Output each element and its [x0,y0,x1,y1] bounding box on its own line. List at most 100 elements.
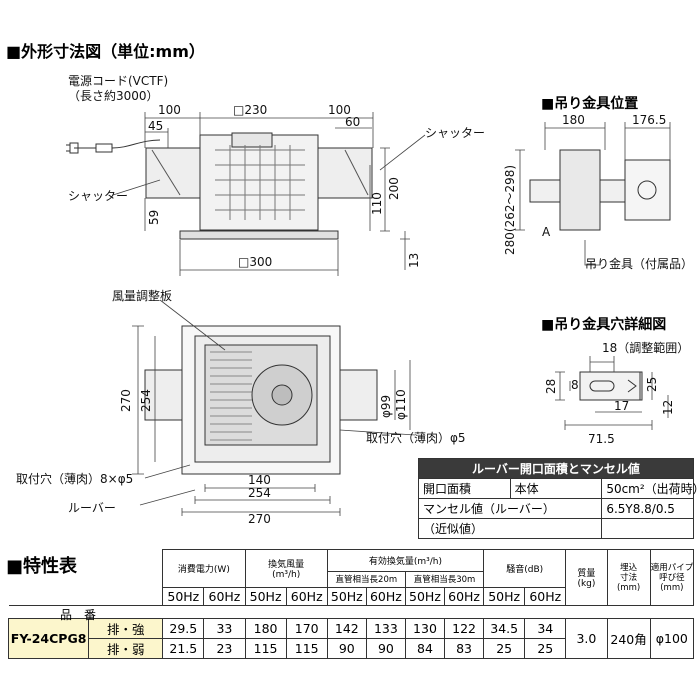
table-row: （近似値） [417,518,694,539]
spec-cell: 34.5 [483,618,526,639]
freq-cell: 50Hz [244,587,287,606]
spec-cell: 21.5 [162,638,205,659]
dim-17: 17 [614,399,629,413]
spec-cell: 25 [524,638,567,659]
louver-cell: 開口面積 [418,478,511,499]
holes-leader [144,464,191,479]
spec-cell: 23 [203,638,246,659]
spec-cell: 142 [326,618,367,639]
spec-cell: 25 [483,638,526,659]
bracket-slot [589,380,615,392]
spec-head-effective: 有効換気量(m³/h) [326,549,485,572]
front-dimensions [144,112,410,276]
dim-280: 280(262〜298) [503,165,517,255]
hole-leader [339,429,416,436]
louver-cell [601,518,694,539]
shutter-leader-right [379,134,426,171]
pipe-value: φ100 [649,618,695,659]
spec-head-noise: 騒音(dB) [483,549,567,588]
spec-cell: 83 [444,638,485,659]
holes-label: 取付穴（薄肉）8×φ5 [16,471,133,486]
plug-icon [66,142,79,154]
shutter-right-label: シャッター [425,126,485,140]
embed-value: 240角 [606,618,651,659]
model-number: FY-24CPG8 [7,618,90,659]
hole-dimensions [555,356,669,430]
louver-table: ルーバー開口面積とマンセル値 開口面積 本体 50cm²（出荷時） マンセル値（… [417,458,700,539]
cord-label: 電源コード(VCTF) [68,74,168,88]
spec-cell: 170 [285,618,328,639]
spec-head-duct20: 直管相当長20m [326,571,406,588]
dim-71-5: 71.5 [588,432,615,446]
shutter-left-label: シャッター [68,189,128,203]
spec-cell: 33 [203,618,246,639]
freq-cell: 60Hz [444,587,485,606]
model-header-label: 品 番 [60,608,97,622]
spec-cell: 29.5 [162,618,205,639]
freq-cell: 50Hz [326,587,367,606]
hanger-dimensions [515,122,671,231]
dim-18: 18（調整範囲） [602,340,689,355]
outline-title: ■外形寸法図（単位:mm） [6,42,205,61]
right-shutter [344,149,369,196]
hanger-left [529,179,561,203]
louver-cell: 6.5Y8.8/0.5 [601,498,694,519]
front-motor [231,132,273,148]
louver-label: ルーバー [68,501,116,515]
dim-28: 28 [544,379,558,394]
left-duct [145,147,201,199]
spec-cell: 122 [444,618,485,639]
spec-table: 消費電力(W) 換気風量(m³/h) 有効換気量(m³/h) 騒音(dB) 質量… [7,549,695,659]
louver-leader [139,489,196,506]
mass-value: 3.0 [565,618,608,659]
cord-length: （長さ約3000） [68,88,159,103]
louver-cell: マンセル値（ルーバー） [417,498,603,519]
louver-cell: 50cm²（出荷時） [601,478,700,499]
spec-head-duct30: 直管相当長30m [404,571,485,588]
dim-60: 60 [345,115,360,129]
louver-table-title: ルーバー開口面積とマンセル値 [418,458,694,479]
hanger-hole-title: ■吊り金具穴詳細図 [541,317,667,333]
dim-25: 25 [645,377,659,392]
bracket-plate [579,371,643,401]
spec-cell: 84 [404,638,446,659]
plan-view [132,299,416,516]
spec-head-power: 消費電力(W) [162,549,246,588]
spec-cell: 115 [244,638,287,659]
dim-110: 110 [370,192,384,215]
dim-140: 140 [248,473,271,487]
dim-300: □300 [238,255,272,269]
dim-45: 45 [148,119,163,133]
dim-254-h: 254 [248,486,271,500]
hanger-label: 吊り金具（付属品） [585,256,693,271]
plan-left-duct [144,369,183,421]
front-body [199,134,319,231]
bracket-hook [627,371,641,401]
freq-cell: 50Hz [404,587,446,606]
freq-cell: 60Hz [365,587,406,606]
plan-louver-lines [210,351,252,441]
table-row: 開口面積 本体 50cm²（出荷時） [418,478,700,499]
dim-180: 180 [562,113,585,127]
spec-cell: 90 [365,638,406,659]
shutter-leader-left [112,179,161,196]
dim-270-v: 270 [119,389,133,412]
mode-cell: 排・弱 [88,638,164,659]
dim-d110: φ110 [394,389,408,420]
spec-cell: 34 [524,618,567,639]
dim-59: 59 [147,210,161,225]
freq-cell: 60Hz [524,587,567,606]
table-row: FY-24CPG8 排・強 29.5 33 180 170 142 133 13… [7,618,695,659]
dim-270-h: 270 [248,512,271,526]
damper-label: 風量調整板 [112,288,172,303]
dim-200: 200 [387,177,401,200]
spec-head-mass: 質量(kg) [565,549,608,606]
hanger-body [559,149,601,231]
hanger-position-view [515,122,671,266]
spec-head-pipe: 適用パイプ呼び径(mm) [649,549,695,606]
dim-230: □230 [233,103,267,117]
hanger-position-title: ■吊り金具位置 [541,96,639,112]
spec-cell: 90 [326,638,367,659]
